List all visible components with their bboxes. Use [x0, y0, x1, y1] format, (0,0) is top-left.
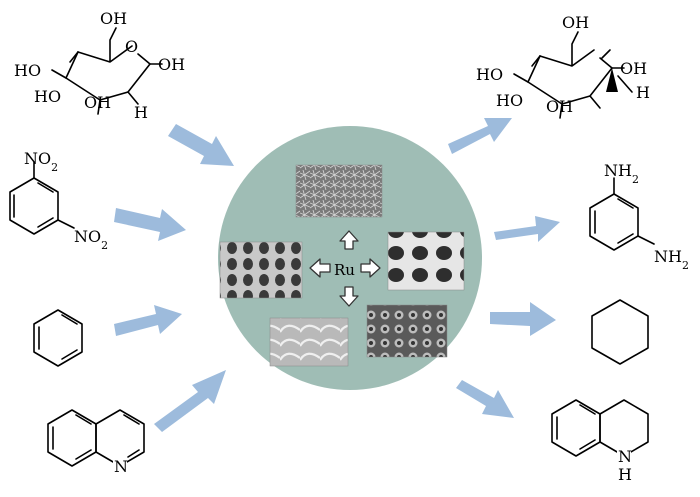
sorbitol-ho-1: HO: [476, 65, 503, 84]
sem-image-honeycomb: [387, 231, 465, 291]
arrow-dinitrobenzene-in: [114, 208, 186, 241]
sem-image-lamellar: [269, 317, 349, 367]
structure-cyclohexane: [591, 299, 649, 365]
arrow-cyclohexane-out: [490, 302, 556, 336]
sorbitol-h: H: [636, 83, 650, 102]
sorbitol-ho-2: HO: [496, 91, 523, 110]
sem-image-hollow-spheres: [366, 304, 448, 358]
structure-tetrahydroquinoline: N H: [551, 399, 649, 484]
thq-n: N: [618, 447, 632, 466]
sorbitol-oh-top: OH: [562, 13, 589, 32]
structure-benzene: [33, 309, 83, 367]
sorbitol-oh-mid: OH: [546, 97, 573, 116]
thq-h: H: [618, 465, 632, 484]
no2-top: NO2: [24, 149, 58, 174]
structure-dinitrobenzene: NO2 NO2: [9, 149, 108, 252]
structure-sorbitol: OH HO HO OH OH H: [476, 13, 650, 119]
structure-glucose: OH O HO HO OH OH H: [14, 9, 185, 122]
left-arrow-icon: [309, 258, 331, 278]
arrow-tetrahydroquinoline-out: [456, 380, 514, 418]
up-arrow-icon: [339, 230, 359, 250]
glucose-h: H: [134, 103, 148, 122]
arrow-quinoline-in: [154, 370, 226, 432]
sem-image-nanofiber: [295, 164, 383, 218]
arrow-glucose-in: [168, 124, 234, 166]
structure-phenylenediamine: NH2 NH2: [589, 161, 689, 272]
sem-image-macroporous: [219, 241, 303, 299]
structure-quinoline: N: [47, 409, 145, 476]
arrow-phenylenediamine-out: [494, 216, 560, 242]
arrow-benzene-in: [114, 305, 182, 336]
no2-bottom: NO2: [74, 227, 108, 252]
glucose-ho-2: HO: [34, 87, 61, 106]
sorbitol-oh-right: OH: [620, 59, 647, 78]
nh2-bottom: NH2: [654, 247, 689, 272]
nh2-top: NH2: [604, 161, 639, 186]
right-arrow-icon: [360, 258, 381, 278]
arrow-sorbitol-out: [448, 118, 512, 154]
down-arrow-icon: [339, 286, 359, 307]
glucose-ring-o: O: [125, 37, 138, 56]
catalyst-label: Ru: [334, 261, 355, 279]
glucose-oh-top: OH: [100, 9, 127, 28]
glucose-ho-1: HO: [14, 61, 41, 80]
glucose-oh-mid: OH: [84, 93, 111, 112]
glucose-oh-right: OH: [158, 55, 185, 74]
quinoline-n: N: [114, 457, 128, 476]
